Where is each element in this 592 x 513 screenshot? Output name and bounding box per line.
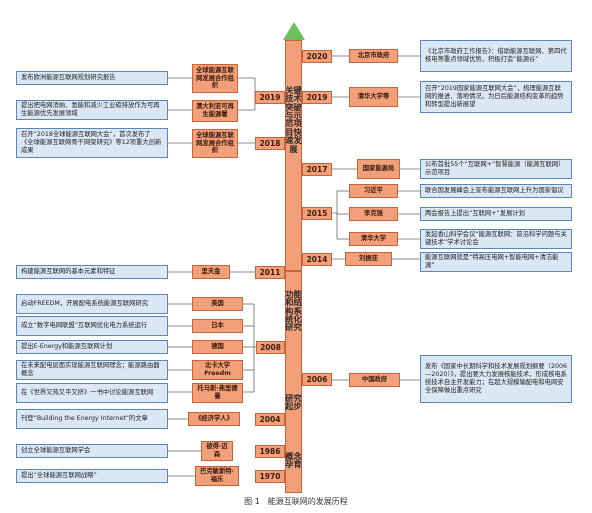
year-1970: 1970 — [255, 470, 285, 483]
event-europe-report: 发布欧洲能源互联网规划研究报告 — [16, 71, 168, 85]
org-xi-jinping: 习近平 — [349, 184, 398, 198]
up-arrow-icon — [283, 22, 305, 40]
org-peter-meisen: 彼得·迈森 — [201, 441, 233, 461]
event-xiangshan-meeting: 发起香山科学会议“能源互联网：前沿科学问题与关键技术”学术讨论会 — [420, 229, 572, 249]
year-2015: 2015 — [302, 207, 332, 220]
event-usa-freedm: 启动FREEDM，开展配电系统能源互联网研究 — [16, 294, 168, 314]
event-un-summit: 联合国发展峰会上宣布能源互联网上升为国家倡议 — [420, 184, 572, 198]
org-liu-zhenya: 刘振亚 — [345, 252, 392, 266]
event-beijing-report: 《北京市政府工作报告》：借助能源互联网、第四代核电等重点领域优势，积极打造“能源… — [420, 40, 572, 72]
year-2011: 2011 — [255, 266, 285, 279]
stage-label-breakthrough: 关键技术突破与示范项目快速发展 — [285, 85, 302, 154]
event-national-conference-2019: 召开“2019国家能源互联网大会”，梳理能源互联网的推进、落地情况，为日后能源结… — [420, 81, 572, 113]
org-rifkin: 里夫金 — [192, 265, 230, 279]
org-nea: 国家能源局 — [357, 159, 400, 179]
year-1986: 1986 — [255, 445, 285, 458]
event-uhv-definition: 能源互联网就是“特高压电网+智能电网+清洁能源” — [420, 252, 572, 272]
event-economist-article: 刊登“Building the Energy Internet”的文章 — [16, 409, 168, 429]
org-japan: 日本 — [192, 319, 243, 333]
org-usa: 美国 — [192, 297, 243, 311]
org-tsinghua-2019: 清华大学等 — [349, 87, 398, 107]
event-geni-founded: 创立全球能源互联网学会 — [16, 444, 168, 458]
org-tsinghua-2015: 清华大学 — [349, 232, 398, 246]
org-li-keqiang: 李克强 — [349, 207, 398, 221]
event-internet-plus: 两会报告上提出“互联网+”发展计划 — [420, 207, 572, 221]
org-germany: 德国 — [192, 340, 243, 354]
event-japan-digital-grid: 成立“数字电网联盟”互联网优化电力系统运行 — [16, 316, 168, 336]
year-2008: 2008 — [256, 341, 285, 354]
org-economist: 《经济学人》 — [188, 412, 240, 426]
event-demo-projects: 公布首批55个“互联网+”智慧能源（能源互联网）示范项目 — [420, 159, 572, 179]
year-2019-right: 2019 — [302, 91, 332, 104]
org-geidco-2019: 全球能源互联网发展合作组织 — [192, 64, 238, 93]
org-beijing-gov: 北京市政府 — [349, 49, 398, 63]
stage-label-concept: 概念孕育 — [285, 451, 302, 470]
year-2006: 2006 — [302, 373, 332, 386]
event-rifkin-elements: 构建能源互联网的基本元素和特征 — [16, 265, 168, 279]
org-geidco-2018: 全球能源互联网发展合作组织 — [192, 129, 238, 158]
org-china-gov: 中国政府 — [349, 373, 400, 387]
org-arena: 澳大利亚可再生能源署 — [192, 100, 238, 122]
event-germany-e-energy: 提出E-Energy和能源互联网计划 — [16, 340, 168, 354]
event-geidco-2018-conference: 召开“2018全球能源互联网大会”，首次发布了《全球能源互联网骨干网架研究》等1… — [16, 128, 168, 158]
figure-caption: 图 1 能源互联网的发展历程 — [244, 497, 348, 506]
year-2014: 2014 — [302, 253, 332, 266]
timeline-spine-lower — [285, 271, 302, 493]
org-friedman: 托马斯·弗里德曼 — [192, 383, 243, 403]
year-2019-left: 2019 — [255, 91, 285, 104]
event-friedman-book: 在《世界又热又平又挤》一书中讨论能源互联网 — [16, 383, 168, 403]
event-arena-priorities: 提出把电网消纳、氢能和减少工业碳排放作为可再生能源优先发展领域 — [16, 100, 168, 120]
year-2020: 2020 — [302, 50, 332, 63]
event-national-plan: 发布《国家中长期科学和技术发展规划纲要（2006—2020）》，提出要大力发展核… — [420, 355, 572, 403]
stage-label-research-start: 研究起步 — [285, 393, 302, 412]
event-ncsu-router: 在未来配电层面实现能源互联网理念；能源路由器概念 — [16, 360, 168, 380]
org-buckminster-fuller: 巴克敏斯特·福乐 — [195, 466, 239, 486]
year-2018: 2018 — [255, 137, 285, 150]
event-fuller-strategy: 提出“全球能源互联网战略” — [16, 469, 168, 483]
year-2004: 2004 — [255, 413, 285, 426]
stage-label-systematic: 功能和结构系统化研究 — [285, 289, 302, 333]
year-2017: 2017 — [302, 163, 332, 176]
org-ncsu-freedm: 北卡大学Freedm — [192, 360, 243, 380]
timeline-spine-upper — [285, 40, 302, 272]
